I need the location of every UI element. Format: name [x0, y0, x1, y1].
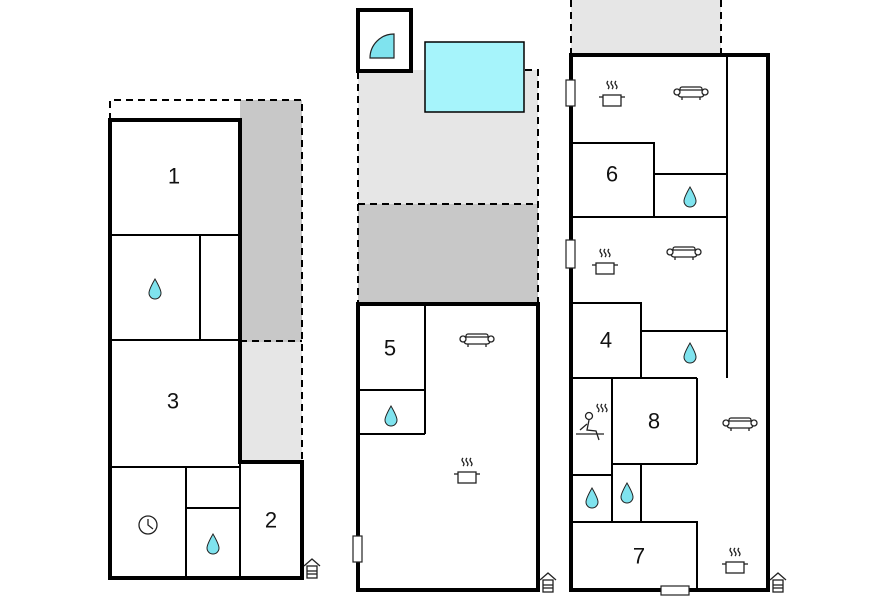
- water-drop-icon: [620, 482, 634, 504]
- house-entrance-icon: [539, 572, 557, 593]
- water-drop-icon: [148, 278, 162, 300]
- water-drop-icon: [683, 186, 697, 208]
- sauna-icon: [576, 403, 608, 441]
- terrace-light-area: [571, 0, 721, 55]
- clock-icon: [138, 515, 158, 535]
- room-1-label: 1: [168, 164, 180, 189]
- right-outer-wall: [569, 53, 770, 592]
- door-icon: [352, 535, 363, 563]
- water-drop-icon: [683, 342, 697, 364]
- room-3-label: 3: [167, 389, 179, 414]
- house-entrance-icon: [303, 558, 321, 579]
- door-icon: [660, 585, 690, 596]
- pool: [424, 41, 525, 113]
- middle-inner-walls: [358, 304, 426, 435]
- left-plan: 1 3 2: [108, 99, 321, 580]
- sofa-icon: [459, 333, 495, 348]
- sofa-icon: [666, 246, 702, 261]
- right-inner-walls: [571, 55, 728, 590]
- patio-outline: [357, 69, 539, 304]
- left-outer-wall: [108, 118, 304, 580]
- room-8-label: 8: [648, 409, 660, 434]
- middle-outer-wall: [356, 302, 540, 592]
- door-icon: [565, 79, 576, 107]
- quarter-circle-icon: [369, 33, 395, 59]
- room-4-label: 4: [600, 328, 612, 353]
- water-drop-icon: [384, 405, 398, 427]
- middle-plan: 5: [352, 8, 557, 593]
- right-plan: 6 4 8 7: [565, 0, 787, 596]
- house-entrance-icon: [769, 572, 787, 593]
- room-5-label: 5: [384, 336, 396, 361]
- cooking-pot-icon: [721, 547, 749, 574]
- water-drop-icon: [585, 487, 599, 509]
- cooking-pot-icon: [598, 80, 626, 107]
- water-drop-icon: [206, 533, 220, 555]
- door-icon: [565, 239, 576, 269]
- terrace-dark-area: [240, 100, 302, 342]
- sofa-icon: [722, 417, 758, 432]
- terrace-outline: [570, 0, 722, 55]
- cooking-pot-icon: [453, 457, 481, 484]
- cooking-pot-icon: [591, 248, 619, 275]
- left-inner-walls: [110, 234, 241, 578]
- room-7-label: 7: [633, 544, 645, 569]
- small-structure: [356, 8, 413, 73]
- terrace-light-area: [240, 342, 302, 462]
- room-6-label: 6: [606, 162, 618, 187]
- patio-dark-area: [358, 204, 538, 304]
- sofa-icon: [673, 86, 709, 101]
- room-2-label: 2: [265, 508, 277, 533]
